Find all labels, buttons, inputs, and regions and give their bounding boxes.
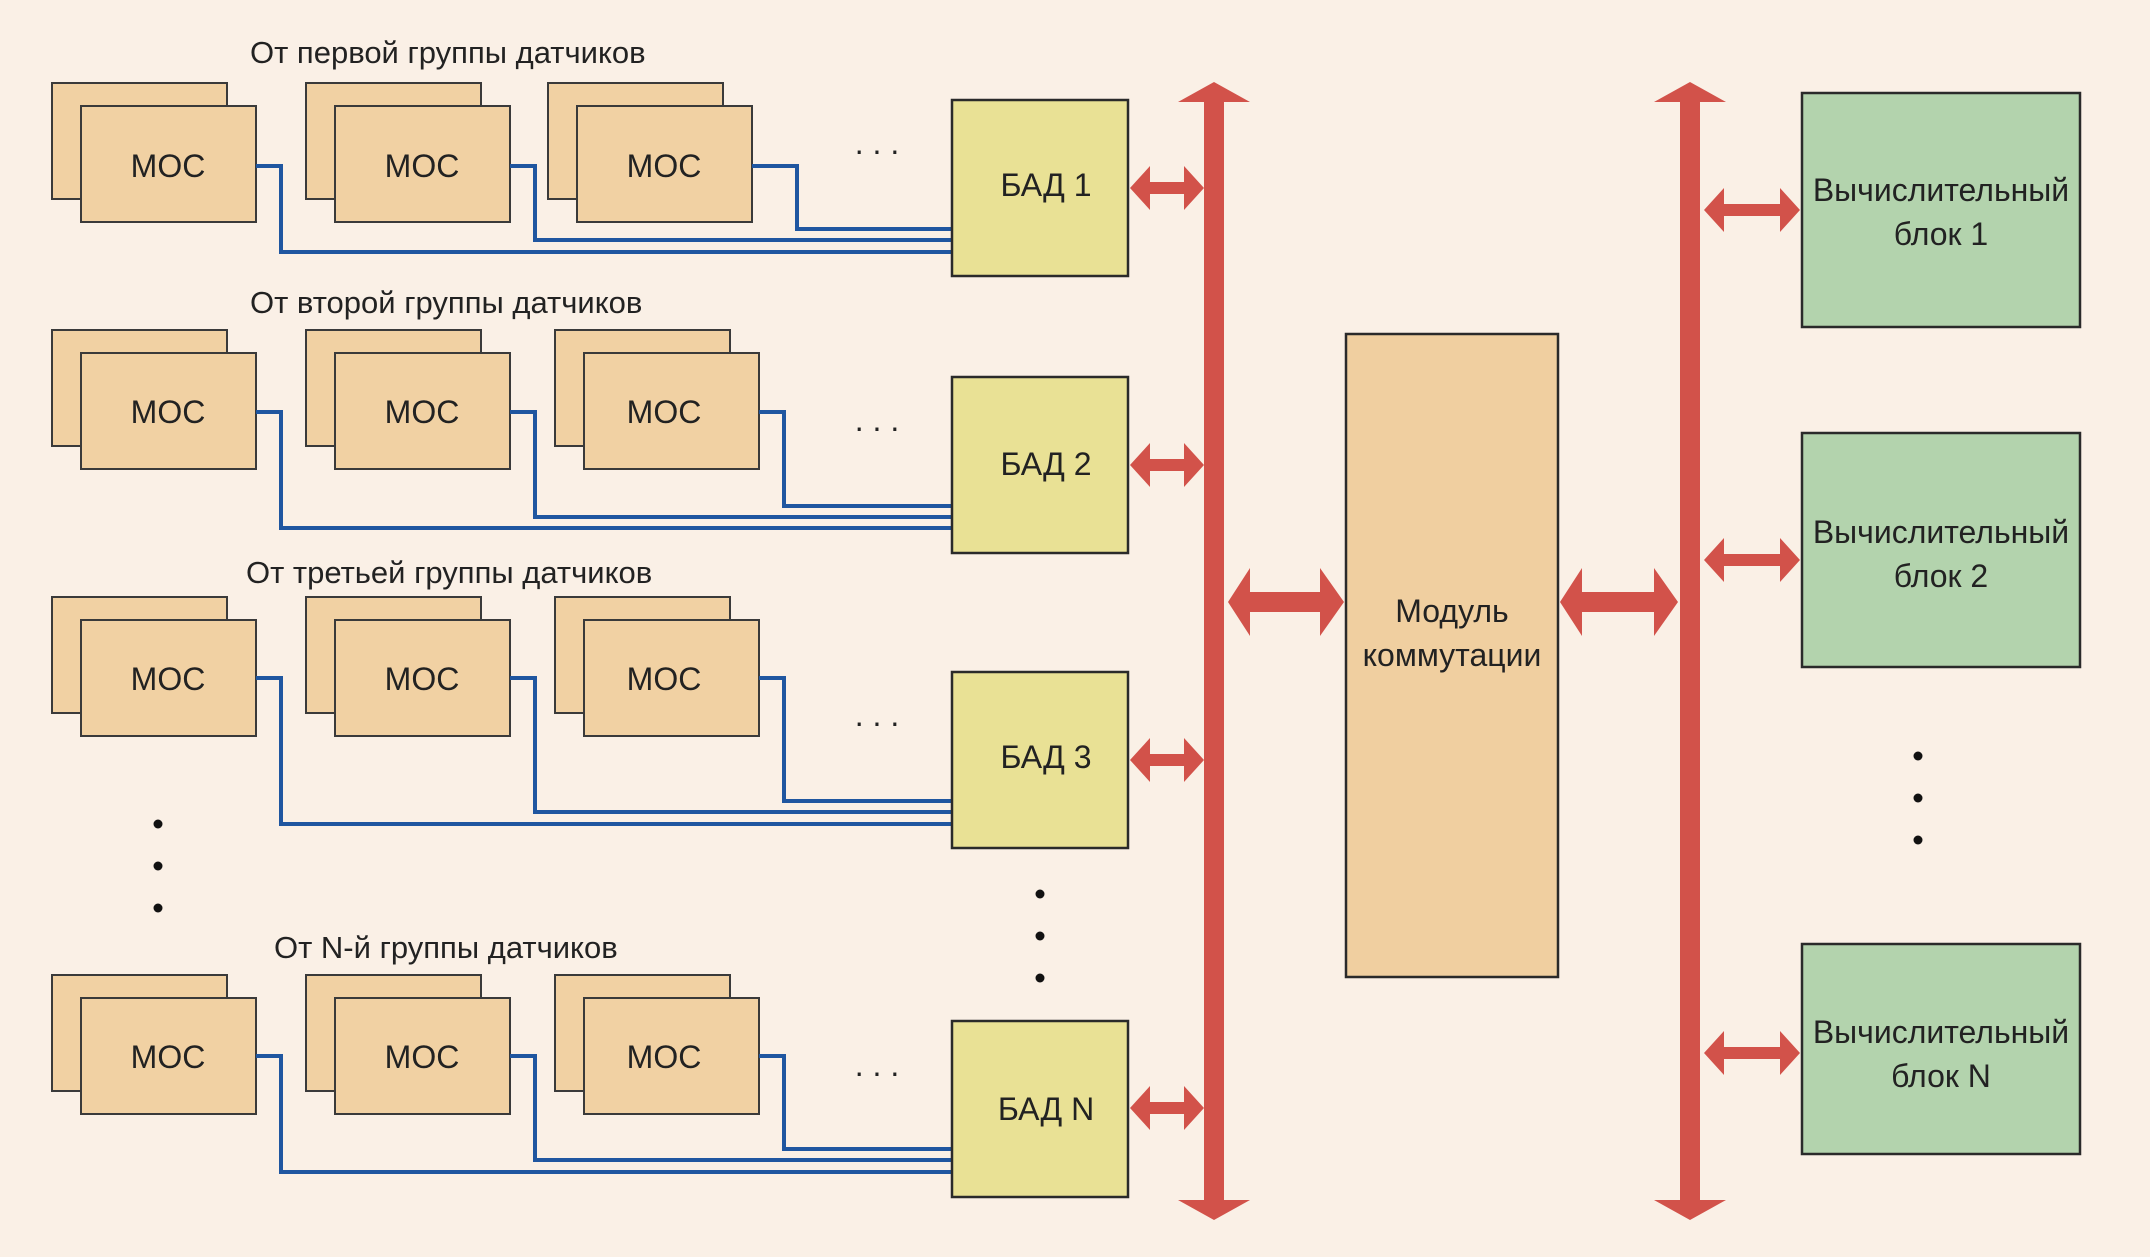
right-bus [1654, 82, 1726, 1220]
compute-block-line1: Вычислительный [1813, 172, 2069, 208]
group-title: От N-й группы датчиков [274, 930, 618, 965]
bad-label: БАД N [998, 1091, 1094, 1127]
vertical-dots-bad [1035, 889, 1045, 983]
bad-label: БАД 3 [1000, 739, 1091, 775]
ellipsis: . . . [855, 1047, 899, 1083]
mos-block-3-2: МОС [305, 596, 511, 737]
compute-block-1: Вычислительный блок 1 [1800, 91, 2082, 329]
mos-block-n-2: МОС [305, 974, 511, 1115]
compute-block-line1: Вычислительный [1813, 514, 2069, 550]
compute-block-line2: блок 2 [1894, 558, 1988, 594]
compute-block-line1: Вычислительный [1813, 1014, 2069, 1050]
mos-block-n-3: МОС [554, 974, 760, 1115]
compute-block-n: Вычислительный блок N [1800, 942, 2082, 1156]
mos-label: МОС [385, 1039, 460, 1075]
group-title: От первой группы датчиков [250, 35, 646, 70]
compute-block-line2: блок N [1891, 1058, 1991, 1094]
mos-block-1-3: МОС [547, 82, 753, 223]
mos-block-3-1: МОС [51, 596, 257, 737]
mos-block-2-1: МОС [51, 329, 257, 470]
mos-label: МОС [385, 394, 460, 430]
bad-block-3: БАД 3 [950, 670, 1130, 850]
mos-label: МОС [131, 1039, 206, 1075]
switch-module: Модуль коммутации [1344, 332, 1560, 979]
switch-module-line1: Модуль [1395, 593, 1508, 629]
group-title: От второй группы датчиков [250, 285, 642, 320]
bad-block-2: БАД 2 [950, 375, 1130, 555]
sensor-group-n: От N-й группы датчиков МОС МОС МОС . . .… [51, 930, 1130, 1199]
bad-label: БАД 2 [1000, 446, 1091, 482]
compute-block-2: Вычислительный блок 2 [1800, 431, 2082, 669]
mos-label: МОС [627, 1039, 702, 1075]
switch-module-line2: коммутации [1363, 637, 1542, 673]
mos-block-n-1: МОС [51, 974, 257, 1115]
bus-module-arrow-right [1560, 568, 1678, 636]
mos-label: МОС [131, 661, 206, 697]
group-title: От третьей группы датчиков [246, 555, 652, 590]
vertical-dots-left [153, 819, 163, 913]
mos-block-2-3: МОС [554, 329, 760, 470]
sensor-group-2: От второй группы датчиков МОС МОС МОС . … [51, 285, 1130, 555]
bus-module-arrow-left [1228, 568, 1344, 636]
bad-bus-arrows [1130, 166, 1204, 1130]
bad-block-n: БАД N [950, 1019, 1130, 1199]
bus-compute-arrows [1704, 188, 1800, 1075]
bad-block-1: БАД 1 [950, 98, 1130, 278]
wires-2 [256, 410, 952, 530]
mos-block-2-2: МОС [305, 329, 511, 470]
wires-1 [256, 164, 952, 254]
ellipsis: . . . [855, 697, 899, 733]
mos-block-3-3: МОС [554, 596, 760, 737]
mos-block-1-1: МОС [51, 82, 257, 223]
sensor-group-3: От третьей группы датчиков МОС МОС МОС .… [51, 555, 1130, 850]
ellipsis: . . . [855, 125, 899, 161]
vertical-dots-compute [1913, 751, 1923, 845]
wires-n [256, 1054, 952, 1174]
mos-label: МОС [131, 394, 206, 430]
mos-label: МОС [385, 661, 460, 697]
left-bus [1178, 82, 1250, 1220]
compute-block-line2: блок 1 [1894, 216, 1988, 252]
mos-label: МОС [627, 661, 702, 697]
mos-label: МОС [131, 148, 206, 184]
ellipsis: . . . [855, 402, 899, 438]
bad-label: БАД 1 [1000, 167, 1091, 203]
mos-label: МОС [385, 148, 460, 184]
mos-label: МОС [627, 394, 702, 430]
sensor-group-1: От первой группы датчиков МОС МОС МОС . … [51, 35, 1130, 278]
mos-label: МОС [627, 148, 702, 184]
mos-block-1-2: МОС [305, 82, 511, 223]
wires-3 [256, 676, 952, 826]
